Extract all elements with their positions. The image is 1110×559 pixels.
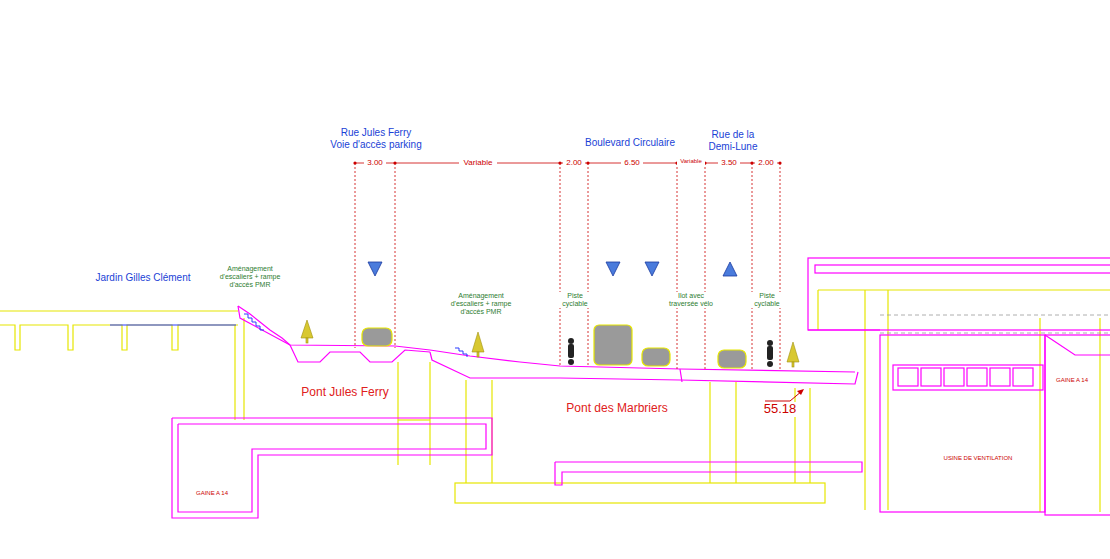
note: Aménagement d'escaliers + rampe d'accès … [440, 292, 522, 316]
street-name: Rue Jules Ferry [321, 127, 431, 139]
street-name: Voie d'accès parking [316, 139, 436, 151]
bridge-name: Pont Jules Ferry [295, 386, 395, 400]
dimension: Variable [459, 158, 497, 167]
street-name: Rue de la Demi-Lune [698, 129, 768, 152]
dimension: 6.50 [621, 158, 643, 167]
note: Ilot avec traversée vélo [663, 292, 719, 308]
dimension: 3.50 [718, 158, 740, 167]
room-label: GAINE A 14 [1047, 377, 1097, 384]
street-name: Boulevard Circulaire [565, 137, 695, 149]
dimension: 3.00 [364, 158, 386, 167]
level-mark: 55.18 [761, 402, 799, 417]
bridge-name: Pont des Marbriers [559, 402, 675, 416]
note: Piste cyclable [558, 292, 592, 308]
room-label: GAINE A 14 [187, 490, 237, 497]
dimension: 2.00 [563, 158, 585, 167]
note: Aménagement d'escaliers + rampe d'accès … [209, 265, 291, 289]
note: Piste cyclable [750, 292, 784, 308]
dimension: 2.00 [755, 158, 777, 167]
room-label: USINE DE VENTILATION [928, 455, 1028, 462]
area-name: Jardin Gilles Clément [83, 272, 203, 284]
dimension: Variable [677, 158, 705, 165]
